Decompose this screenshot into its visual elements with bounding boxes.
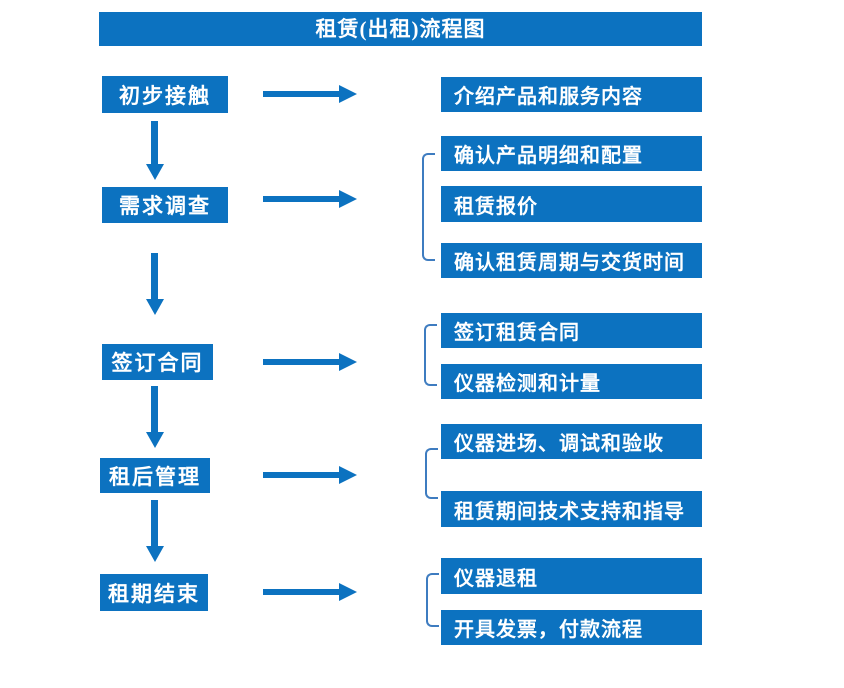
- detail-box-introduce-products: 介绍产品和服务内容: [441, 77, 702, 112]
- detail-box-confirm-product-details: 确认产品明细和配置: [441, 136, 702, 171]
- arrow-down-icon: [146, 386, 164, 448]
- step-box-post-rental-management: 租后管理: [100, 458, 210, 493]
- arrow-down-icon: [146, 121, 164, 180]
- bracket-group-lease-end: [426, 573, 439, 627]
- detail-box-confirm-rental-period: 确认租赁周期与交货时间: [441, 243, 702, 278]
- bracket-group-demand-survey: [422, 153, 435, 261]
- bracket-group-contract-signing: [424, 324, 437, 386]
- arrow-head: [146, 432, 164, 448]
- arrow-shaft: [263, 359, 339, 365]
- arrow-shaft: [151, 500, 158, 547]
- step-box-demand-survey: 需求调查: [102, 187, 228, 223]
- arrow-head: [146, 164, 164, 180]
- arrow-head: [339, 190, 357, 208]
- bracket-group-post-rental-management: [425, 448, 438, 499]
- arrow-head: [339, 583, 357, 601]
- detail-box-sign-rental-contract: 签订租赁合同: [441, 313, 702, 348]
- step-box-initial-contact: 初步接触: [102, 76, 228, 113]
- arrow-right-icon: [263, 190, 357, 208]
- arrow-down-icon: [146, 500, 164, 562]
- arrow-right-icon: [263, 353, 357, 371]
- detail-box-invoice-payment: 开具发票，付款流程: [441, 610, 702, 645]
- detail-box-instrument-setup-acceptance: 仪器进场、调试和验收: [441, 424, 702, 459]
- arrow-head: [146, 299, 164, 315]
- arrow-head: [339, 353, 357, 371]
- step-box-lease-end: 租期结束: [100, 574, 208, 611]
- arrow-head: [146, 546, 164, 562]
- arrow-right-icon: [263, 583, 357, 601]
- arrow-shaft: [263, 589, 339, 595]
- detail-box-technical-support: 租赁期间技术支持和指导: [441, 491, 702, 527]
- arrow-shaft: [151, 121, 158, 165]
- detail-box-instrument-testing: 仪器检测和计量: [441, 364, 702, 399]
- arrow-right-icon: [263, 466, 357, 484]
- arrow-right-icon: [263, 85, 357, 103]
- step-box-contract-signing: 签订合同: [102, 344, 213, 380]
- arrow-down-icon: [146, 253, 164, 315]
- arrow-shaft: [151, 386, 158, 433]
- arrow-shaft: [263, 472, 339, 478]
- detail-box-instrument-return: 仪器退租: [441, 558, 702, 594]
- arrow-shaft: [263, 196, 339, 202]
- arrow-shaft: [263, 91, 339, 97]
- arrow-shaft: [151, 253, 158, 300]
- arrow-head: [339, 85, 357, 103]
- arrow-head: [339, 466, 357, 484]
- detail-box-rental-quotation: 租赁报价: [441, 186, 702, 222]
- page-title: 租赁(出租)流程图: [99, 12, 702, 46]
